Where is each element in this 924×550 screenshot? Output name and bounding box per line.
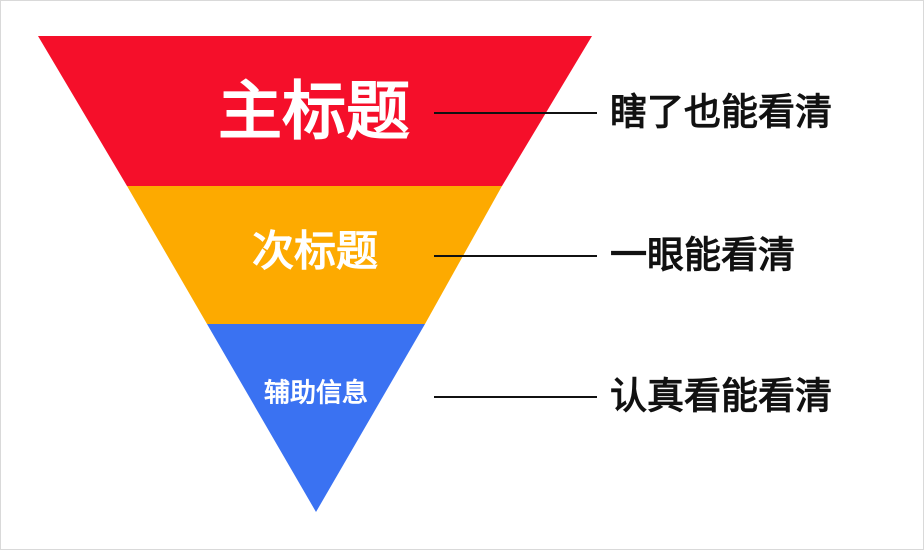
tier-bottom-title: 辅助信息 bbox=[264, 378, 368, 409]
tier-middle-description: 一眼能看清 bbox=[610, 234, 795, 277]
tier-top-description: 瞎了也能看清 bbox=[610, 91, 832, 134]
tier-bottom-description: 认真看能看清 bbox=[610, 375, 832, 418]
tier-middle-shape bbox=[127, 186, 502, 324]
tier-top-title: 主标题 bbox=[218, 76, 410, 150]
tier-middle-title: 次标题 bbox=[252, 227, 378, 276]
tier-bottom-shape bbox=[207, 324, 425, 512]
tier-top-shape bbox=[38, 36, 592, 186]
